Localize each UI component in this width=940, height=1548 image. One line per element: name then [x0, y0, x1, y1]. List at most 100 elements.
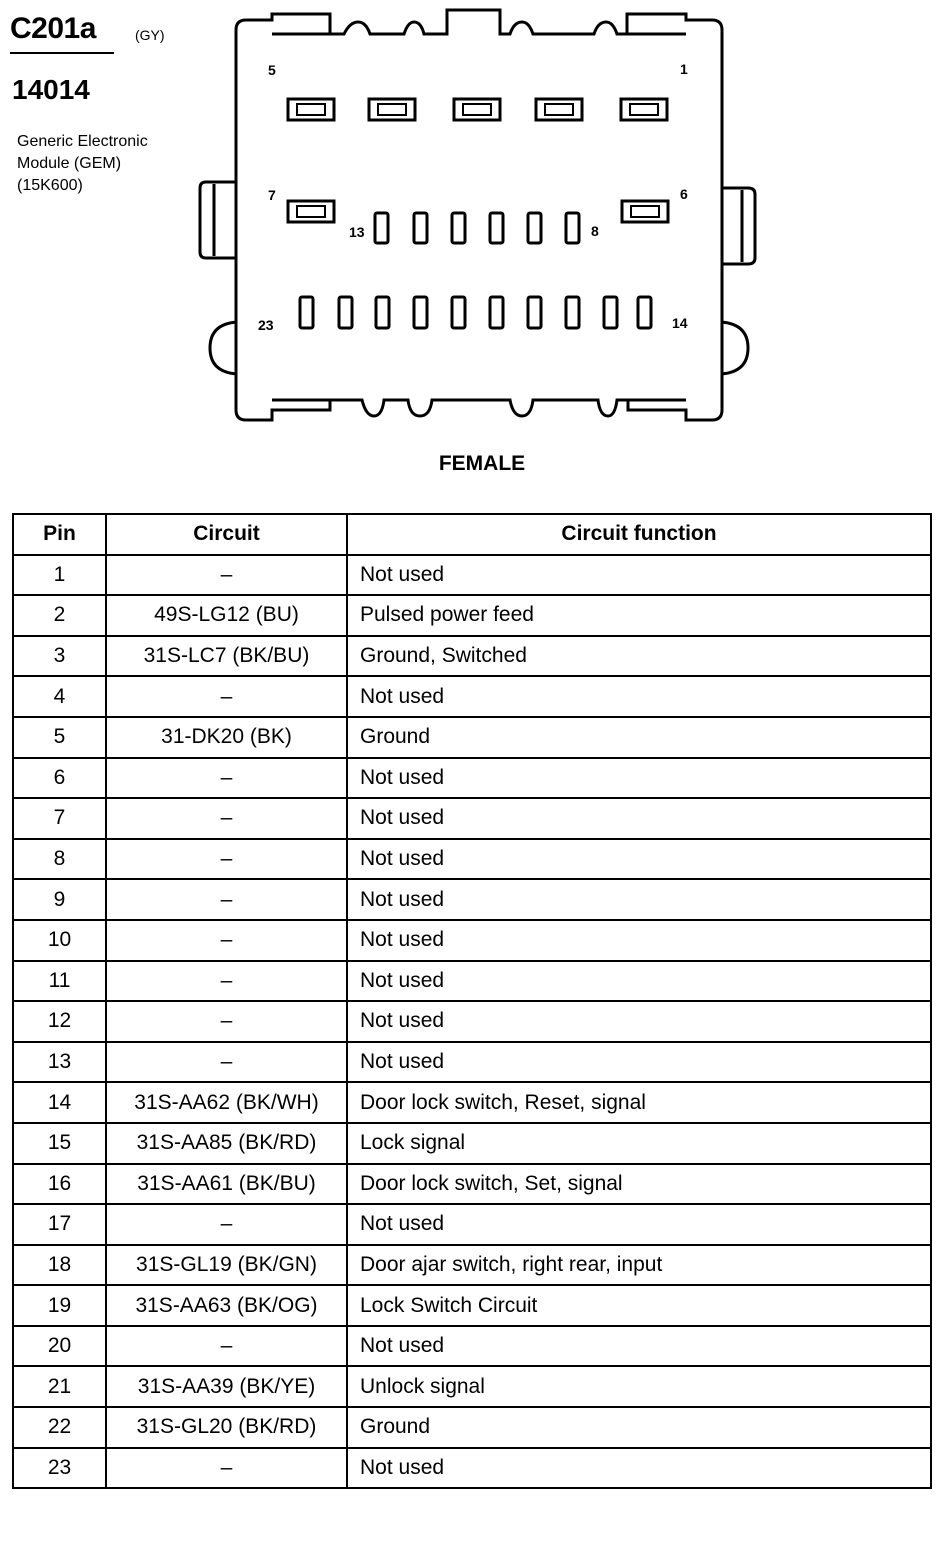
circuit-cell: – [105, 553, 348, 597]
terminal-cavity [602, 295, 619, 330]
pin-label: 5 [268, 62, 276, 78]
terminal-cavity [412, 211, 429, 245]
pin-cell: 19 [12, 1284, 107, 1327]
terminal-cavity [337, 295, 354, 330]
terminal-cavity [374, 295, 391, 330]
terminal-row-middle-sides [286, 199, 670, 224]
terminal-cavity [450, 211, 467, 245]
table-row: 1–Not used [12, 553, 932, 597]
table-row: 9–Not used [12, 878, 932, 921]
pin-cell: 2 [12, 594, 107, 637]
pin-cell: 10 [12, 918, 107, 962]
table-row: 7–Not used [12, 797, 932, 840]
function-cell: Not used [346, 797, 932, 840]
function-cell: Unlock signal [346, 1365, 932, 1409]
terminal-cavity [564, 211, 581, 245]
connector-housing [234, 8, 724, 422]
function-cell: Not used [346, 675, 932, 718]
left-round-lug [208, 320, 238, 376]
pin-label: 8 [591, 223, 599, 239]
table-row: 10–Not used [12, 918, 932, 962]
pin-cell: 13 [12, 1040, 107, 1084]
function-cell: Not used [346, 878, 932, 921]
table-row: 13–Not used [12, 1040, 932, 1084]
function-cell: Not used [346, 1000, 932, 1043]
table-row: 17–Not used [12, 1203, 932, 1246]
terminal-cavity [526, 295, 543, 330]
pin-cell: 9 [12, 878, 107, 921]
circuit-cell: – [105, 675, 348, 718]
terminal-row-top [286, 97, 669, 122]
pin-cell: 7 [12, 797, 107, 840]
terminal-cavity [450, 295, 467, 330]
function-cell: Pulsed power feed [346, 594, 932, 637]
function-cell: Not used [346, 1446, 932, 1490]
terminal-cavity [636, 295, 653, 330]
circuit-cell: 31S-GL20 (BK/RD) [105, 1406, 348, 1449]
terminal-cavity [452, 97, 502, 122]
pin-label: 13 [349, 224, 365, 240]
pin-label: 23 [258, 317, 274, 333]
terminal-cavity [367, 97, 417, 122]
pin-label: 6 [680, 186, 688, 202]
pin-cell: 17 [12, 1203, 107, 1246]
function-cell: Not used [346, 959, 932, 1003]
left-latch-ear [198, 180, 237, 260]
terminal-cavity [298, 295, 315, 330]
circuit-cell: 31S-AA62 (BK/WH) [105, 1081, 348, 1124]
table-header-row: Pin Circuit Circuit function [12, 513, 932, 556]
circuit-cell: 31S-AA85 (BK/RD) [105, 1121, 348, 1165]
circuit-cell: – [105, 878, 348, 921]
connector-face-diagram: 5 1 7 6 13 8 23 14 [198, 8, 757, 422]
pin-cell: 8 [12, 837, 107, 881]
pin-cell: 16 [12, 1162, 107, 1206]
circuit-cell: – [105, 797, 348, 840]
terminal-cavity [286, 97, 336, 122]
module-description: Generic Electronic Module (GEM) (15K600) [17, 131, 207, 197]
terminal-cavity [412, 295, 429, 330]
pin-cell: 14 [12, 1081, 107, 1124]
part-number: 14014 [12, 74, 90, 105]
circuit-cell: – [105, 1040, 348, 1084]
terminal-row-bottom [298, 295, 653, 330]
function-cell: Not used [346, 837, 932, 881]
function-cell: Ground, Switched [346, 634, 932, 678]
terminal-row-middle [373, 211, 581, 245]
connector-code-underline [10, 52, 114, 54]
terminal-cavity [534, 97, 584, 122]
table-row: 12–Not used [12, 1000, 932, 1043]
pin-label: 1 [680, 61, 688, 77]
circuit-cell: – [105, 959, 348, 1003]
pin-cell: 11 [12, 959, 107, 1003]
connector-color: (GY) [135, 27, 165, 43]
pin-cell: 21 [12, 1365, 107, 1409]
circuit-cell: – [105, 1203, 348, 1246]
column-header-pin: Pin [12, 513, 107, 556]
function-cell: Door lock switch, Reset, signal [346, 1081, 932, 1124]
pin-cell: 6 [12, 756, 107, 800]
pin-cell: 4 [12, 675, 107, 718]
pin-cell: 18 [12, 1243, 107, 1287]
pin-cell: 15 [12, 1121, 107, 1165]
circuit-cell: 31-DK20 (BK) [105, 715, 348, 759]
table-row: 11–Not used [12, 959, 932, 1003]
function-cell: Ground [346, 715, 932, 759]
table-row: 4–Not used [12, 675, 932, 718]
function-cell: Not used [346, 918, 932, 962]
pin-cell: 12 [12, 1000, 107, 1043]
function-cell: Ground [346, 1406, 932, 1449]
circuit-cell: 31S-GL19 (BK/GN) [105, 1243, 348, 1287]
connector-code: C201a [10, 12, 96, 45]
function-cell: Lock Switch Circuit [346, 1284, 932, 1327]
table-row: 20–Not used [12, 1324, 932, 1368]
circuit-cell: – [105, 1324, 348, 1368]
pin-label: 14 [672, 315, 688, 331]
circuit-cell: – [105, 837, 348, 881]
